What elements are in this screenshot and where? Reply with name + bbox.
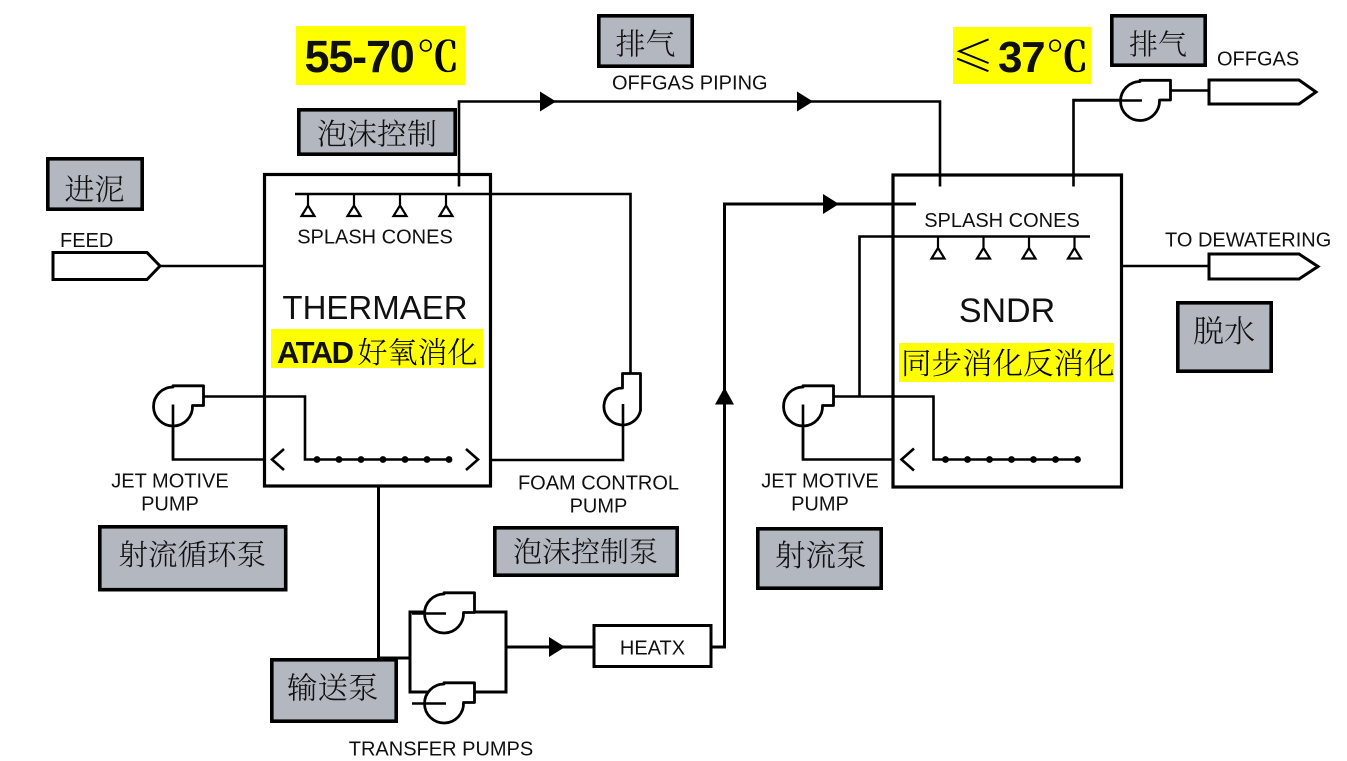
svg-text:PUMP: PUMP (570, 496, 628, 518)
svg-text:JET MOTIVE: JET MOTIVE (761, 471, 878, 493)
svg-text:FOAM CONTROL: FOAM CONTROL (518, 473, 679, 495)
svg-text:JET MOTIVE: JET MOTIVE (111, 471, 228, 493)
svg-text:SPLASH CONES: SPLASH CONES (297, 227, 453, 249)
svg-text:OFFGAS: OFFGAS (1217, 49, 1299, 71)
svg-text:SNDR: SNDR (959, 292, 1055, 330)
svg-text:55-70: 55-70 (305, 31, 414, 82)
svg-text:THERMAER: THERMAER (282, 289, 467, 326)
svg-text:TO DEWATERING: TO DEWATERING (1165, 230, 1331, 252)
svg-text:OFFGAS PIPING: OFFGAS PIPING (612, 73, 768, 95)
svg-text:FEED: FEED (60, 230, 113, 252)
svg-text:SPLASH CONES: SPLASH CONES (924, 210, 1080, 232)
svg-text:37: 37 (998, 33, 1044, 82)
svg-text:PUMP: PUMP (141, 494, 199, 516)
svg-text:TRANSFER PUMPS: TRANSFER PUMPS (349, 739, 533, 761)
svg-text:ATAD: ATAD (277, 335, 354, 370)
svg-text:HEATX: HEATX (620, 638, 685, 660)
svg-text:PUMP: PUMP (791, 494, 849, 516)
